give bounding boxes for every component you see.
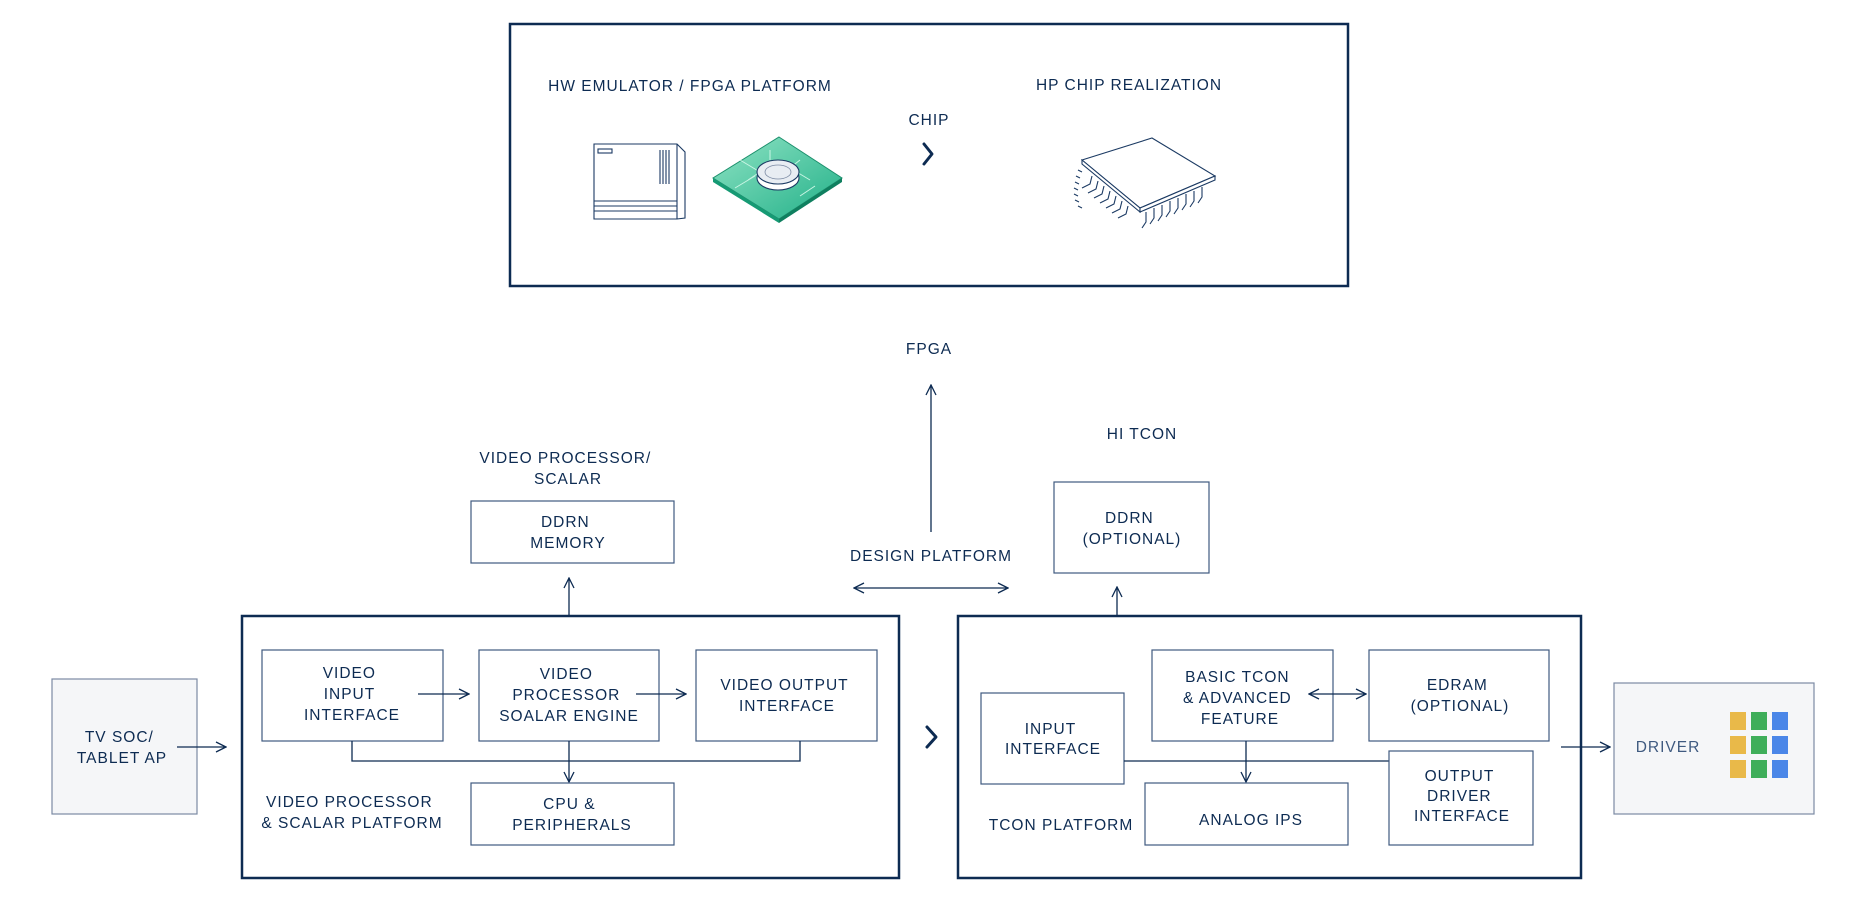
cpu-peripherals-box <box>470 782 675 846</box>
design-platform-label: DESIGN PLATFORM <box>850 548 1012 565</box>
edram-box <box>1368 649 1550 742</box>
bus-line <box>351 741 801 762</box>
video-output-interface-box <box>695 649 878 742</box>
hi-tcon-title: HI TCON <box>1107 426 1177 443</box>
video-processor-engine-label: VIDEO PROCESSOR SOALAR ENGINE <box>499 666 639 725</box>
driver-grid-cell <box>1751 736 1767 754</box>
driver-grid-cell <box>1730 760 1746 778</box>
output-driver-interface-label: OUTPUT DRIVER INTERFACE <box>1414 768 1510 825</box>
hp-chip-title: HP CHIP REALIZATION <box>1036 77 1222 94</box>
cpu-peripherals-label: CPU & PERIPHERALS <box>512 796 632 834</box>
driver-grid-icon <box>1730 712 1788 778</box>
input-interface-label: INPUT INTERFACE <box>1005 721 1101 758</box>
video-input-interface-label: VIDEO INPUT INTERFACE <box>304 665 400 724</box>
fpga-board-icon <box>712 136 843 223</box>
ddrn-optional-box <box>1053 481 1210 574</box>
ddrn-memory-box <box>470 500 675 564</box>
input-interface-box <box>980 692 1125 785</box>
basic-tcon-box <box>1151 649 1334 742</box>
video-input-interface-box <box>261 649 444 742</box>
video-processor-engine-box <box>478 649 660 742</box>
output-driver-interface-box <box>1388 750 1534 846</box>
driver-label: DRIVER <box>1636 739 1701 756</box>
tv-soc-label: TV SOC/ TABLET AP <box>77 729 167 767</box>
driver-grid-cell <box>1772 736 1788 754</box>
chip-icon <box>1073 137 1217 229</box>
chip-chevron-icon <box>922 142 934 166</box>
tcon-platform-label: TCON PLATFORM <box>989 817 1133 834</box>
ddrn-optional-label: DDRN (OPTIONAL) <box>1083 510 1182 548</box>
fpga-label: FPGA <box>906 341 952 358</box>
analog-ips-label: ANALOG IPS <box>1199 812 1303 829</box>
analog-ips-box <box>1144 782 1349 846</box>
tv-soc-box <box>51 678 198 815</box>
hw-emulator-title: HW EMULATOR / FPGA PLATFORM <box>548 78 832 95</box>
video-output-interface-label: VIDEO OUTPUT INTERFACE <box>720 677 853 715</box>
chip-arrow-label: CHIP <box>908 112 949 129</box>
basic-tcon-label: BASIC TCON & ADVANCED FEATURE <box>1183 669 1297 728</box>
driver-grid-cell <box>1772 712 1788 730</box>
driver-grid-cell <box>1730 712 1746 730</box>
driver-grid-cell <box>1772 760 1788 778</box>
ddrn-memory-label: DDRN MEMORY <box>530 514 605 552</box>
server-icon <box>593 143 686 220</box>
video-platform-label: VIDEO PROCESSOR & SCALAR PLATFORM <box>261 794 442 832</box>
platform-chevron-icon <box>925 725 938 749</box>
driver-grid-cell <box>1730 736 1746 754</box>
video-processor-title: VIDEO PROCESSOR/ SCALAR <box>479 450 656 488</box>
driver-grid-cell <box>1751 712 1767 730</box>
edram-label: EDRAM (OPTIONAL) <box>1411 677 1510 715</box>
driver-grid-cell <box>1751 760 1767 778</box>
